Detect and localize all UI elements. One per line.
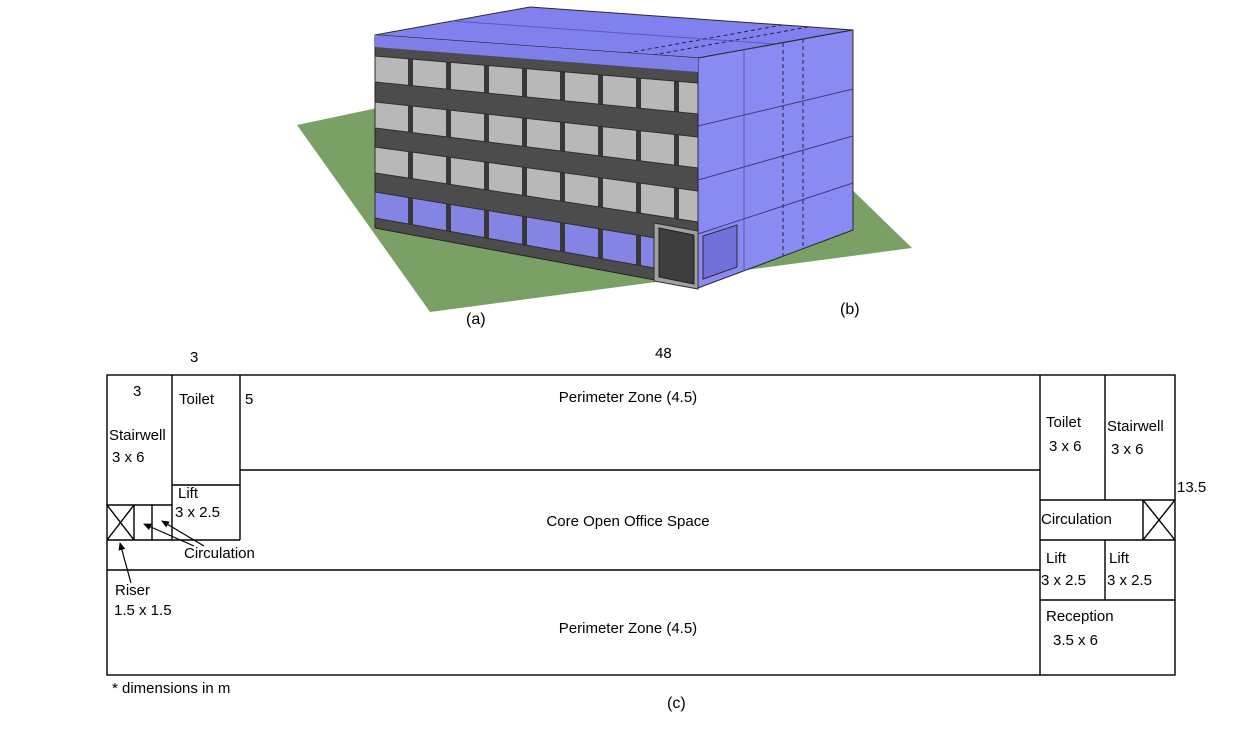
room-lift1-right-size: 3 x 2.5 [1041, 572, 1086, 589]
dim-toilet-depth: 5 [245, 391, 253, 408]
window-ribbon-floor2 [374, 146, 699, 223]
room-lift2-right-size: 3 x 2.5 [1107, 572, 1152, 589]
room-reception-size: 3.5 x 6 [1053, 632, 1098, 649]
roof-seam-line [451, 20, 776, 45]
circulation-right-label: Circulation [1041, 511, 1112, 528]
room-stairwell-right-label: Stairwell [1107, 418, 1164, 435]
dim-total-depth: 13.5 [1177, 479, 1206, 496]
floor-plan [106, 374, 1176, 676]
riser-size: 1.5 x 1.5 [114, 602, 172, 619]
circulation-left-label: Circulation [184, 545, 255, 562]
riser-cross [1142, 499, 1176, 541]
circulation-arrow [143, 523, 195, 547]
room-stairwell-left-size: 3 x 6 [112, 449, 145, 466]
entrance-door [658, 227, 695, 285]
riser-arrow [118, 542, 132, 584]
dim-stairwell-width: 3 [133, 383, 141, 400]
caption-a: (a) [466, 311, 486, 328]
facade-parapet-band [375, 35, 698, 72]
circulation-arrow [161, 520, 205, 547]
building-3d-view [297, 6, 912, 312]
plan-annotation-arrows [118, 520, 205, 584]
room-reception-label: Reception [1046, 608, 1114, 625]
room-toilet-right-label: Toilet [1046, 414, 1082, 431]
room-lift-left-size: 3 x 2.5 [175, 504, 220, 521]
zone-perimeter-bottom-label: Perimeter Zone (4.5) [559, 620, 697, 637]
caption-b: (b) [840, 301, 860, 318]
dim-top-span: 48 [655, 345, 672, 362]
room-toilet-left-label: Toilet [179, 391, 215, 408]
riser-cross [106, 504, 135, 541]
zone-perimeter-top-label: Perimeter Zone (4.5) [559, 389, 697, 406]
caption-c: (c) [667, 695, 686, 712]
side-floor-line [697, 135, 854, 181]
plan-outline [106, 374, 1176, 676]
dimensions-note: * dimensions in m [112, 680, 230, 697]
zone-core-office-label: Core Open Office Space [546, 513, 709, 530]
room-lift2-right-label: Lift [1109, 550, 1130, 567]
window-ribbon-floor3 [374, 101, 699, 169]
riser-label: Riser [115, 582, 150, 599]
roof-panel-dashed-line [652, 26, 809, 56]
room-stairwell-right-size: 3 x 6 [1111, 441, 1144, 458]
side-ground-window [702, 224, 738, 280]
side-floor-line [697, 182, 854, 235]
room-stairwell-left-label: Stairwell [109, 427, 166, 444]
room-lift1-right-label: Lift [1046, 550, 1067, 567]
side-floor-line [697, 88, 854, 127]
room-toilet-right-size: 3 x 6 [1049, 438, 1082, 455]
room-lift-left-label: Lift [178, 485, 199, 502]
dim-top-left-width: 3 [190, 349, 198, 366]
window-ribbon-floor4 [374, 55, 699, 115]
roof-panel-dashed-line [626, 24, 783, 54]
